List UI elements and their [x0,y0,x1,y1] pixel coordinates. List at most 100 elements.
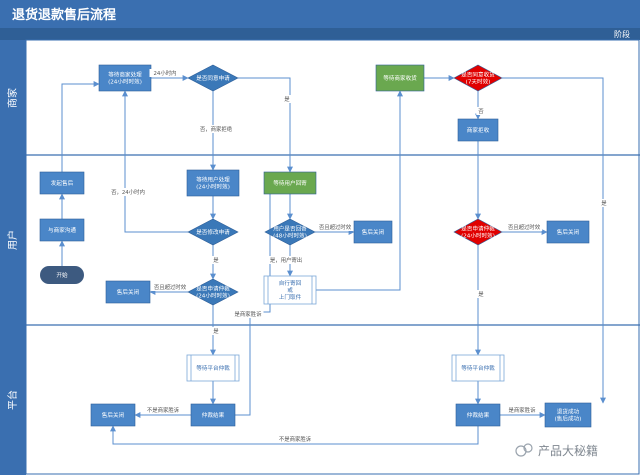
edge-label-no-support-merchant-2: 不是商家胜诉 [279,435,312,443]
edge-label-bg [476,290,486,298]
node-u-wait-return: 等待用户回寄 [263,171,317,195]
edge-label-no-timeout-1: 否且超过时效 [154,283,187,291]
node-label: 开始 [56,271,68,279]
node-label: 自行寄回 [279,279,302,287]
node-label: 退货成功 [557,408,580,416]
node-shape [263,171,317,195]
node-label: (7天时效) [466,78,491,86]
node-m-confirm-receipt: 是否同意收货(7天时效) [453,64,503,92]
nodes: 等待商家处理(24小时时效)是否同意申请等待商家收货是否同意收货(7天时效)商家… [39,64,592,428]
edge-label-bg [476,107,486,115]
node-m-agree: 是否同意申请 [187,64,239,92]
edge-label-yes-2: 是 [213,257,219,264]
node-p-closed-left: 售后关闭 [90,403,136,427]
node-shape [186,169,240,197]
node-shape [39,218,85,242]
node-u-return-decision: 用户是否回寄(48小时时效) [264,218,316,246]
node-label: 发起售后 [51,179,74,187]
edge-label-bg [211,327,221,335]
edge-label-within-24h: 24小时内 [153,69,176,77]
watermark: 产品大秘籍 [515,443,598,458]
node-shape [98,64,152,92]
title-bar [0,0,640,28]
decision-shape [187,218,239,246]
lane-band-merchant [0,40,26,155]
edge-agree-yes-to-wait-return [238,77,293,173]
edge-label-yes-user-shipped: 是，用户寄出 [270,256,302,264]
lane-label-merchant: 商家 [6,88,19,108]
node-label: 是否申请仲裁 [196,285,230,293]
edge-label-no-24h: 否，24小时内 [111,188,145,196]
node-shape [455,403,501,427]
edge-label-no-support-merchant-1: 不是商家胜诉 [147,406,180,414]
node-label: 仲裁结果 [202,411,225,419]
node-u-merchant-arbitration: 是否申请仲裁(24小时时效) [453,218,503,246]
node-u-closed-mid: 售后关闭 [353,220,393,244]
node-label: 仲裁结果 [467,411,490,419]
node-u-start: 开始 [40,266,84,284]
node-label: 售后关闭 [557,228,580,236]
stage-bar [0,28,640,40]
edges [59,75,606,445]
edge-initiate-to-wait-merchant [61,81,100,172]
node-label: 等待平台仲裁 [196,364,230,372]
node-shape [105,280,151,304]
lane-band-user [0,155,26,325]
edge-label-merchant-support: 是商家胜诉 [235,310,263,318]
edge-label-no-reject: 否，商家拒绝 [200,125,233,133]
wechat-icon-bubble [523,443,533,453]
node-label: 商家拒收 [467,126,490,134]
edge-label-bg [232,310,264,318]
edge-result-right-to-closed-left [110,425,479,445]
node-u-closed-left: 售后关闭 [105,280,151,304]
edge-label-bg [506,406,538,414]
edge-label-bg [599,199,609,207]
edge-label-bg [151,283,189,291]
node-label: 等待商家收货 [383,74,417,82]
node-shape [39,171,85,195]
node-label: 是否申请仲裁 [461,225,495,233]
node-label: 是否同意收货 [461,71,495,79]
node-label: 售后关闭 [117,288,140,296]
edge-label-bg [144,406,182,414]
process-shape [263,275,317,305]
decision-shape [187,278,239,306]
edge-confirm-yes-to-success [502,77,606,404]
node-label: 等待平台仲裁 [461,364,495,372]
node-u-initiate: 发起售后 [39,171,85,195]
edge-label-bg [107,188,149,196]
decision-shape [453,64,503,92]
node-label: (售后成功) [555,415,582,423]
node-label: 等待商家处理 [108,71,142,79]
edge-label-yes-4: 是 [213,328,219,335]
node-label: (24小时时效) [461,232,495,240]
node-label: 售后关闭 [102,411,125,419]
edge-labels: 24小时内是否，商家拒绝否，24小时内是否且超过时效否且超过时效否且超过时效是，… [107,69,609,443]
node-shape [457,118,499,142]
edge-label-bg [211,256,221,264]
decision-shape [453,218,503,246]
node-p-result-right: 仲裁结果 [455,403,501,427]
node-label: (48小时时效) [273,232,307,240]
node-label: (24小时时效) [108,78,142,86]
node-p-success: 退货成功(售后成功) [544,402,592,428]
node-label: 等待用户处理 [196,176,230,184]
decision-shape [187,64,239,92]
node-shape [546,220,590,244]
node-label: 用户是否回寄 [273,225,307,233]
decision-shape [264,218,316,246]
node-u-wait-user: 等待用户处理(24小时时效) [186,169,240,197]
watermark-text: 产品大秘籍 [538,443,598,458]
node-shape [90,403,136,427]
node-p-wait-arb-left: 等待平台仲裁 [186,354,240,382]
process-shape [186,354,240,382]
edge-label-no-timeout-2: 否且超过时效 [319,223,352,231]
lane-label-platform: 平台 [6,390,19,410]
node-label: 与商家沟通 [48,226,76,234]
node-label: (24小时时效) [196,183,230,191]
node-u-apply-arbitration: 是否申请仲裁(24小时时效) [187,278,239,306]
swimlanes: 商家 用户 平台 [0,39,640,475]
node-label: (24小时时效) [196,292,230,300]
edge-label-bg [282,95,292,103]
